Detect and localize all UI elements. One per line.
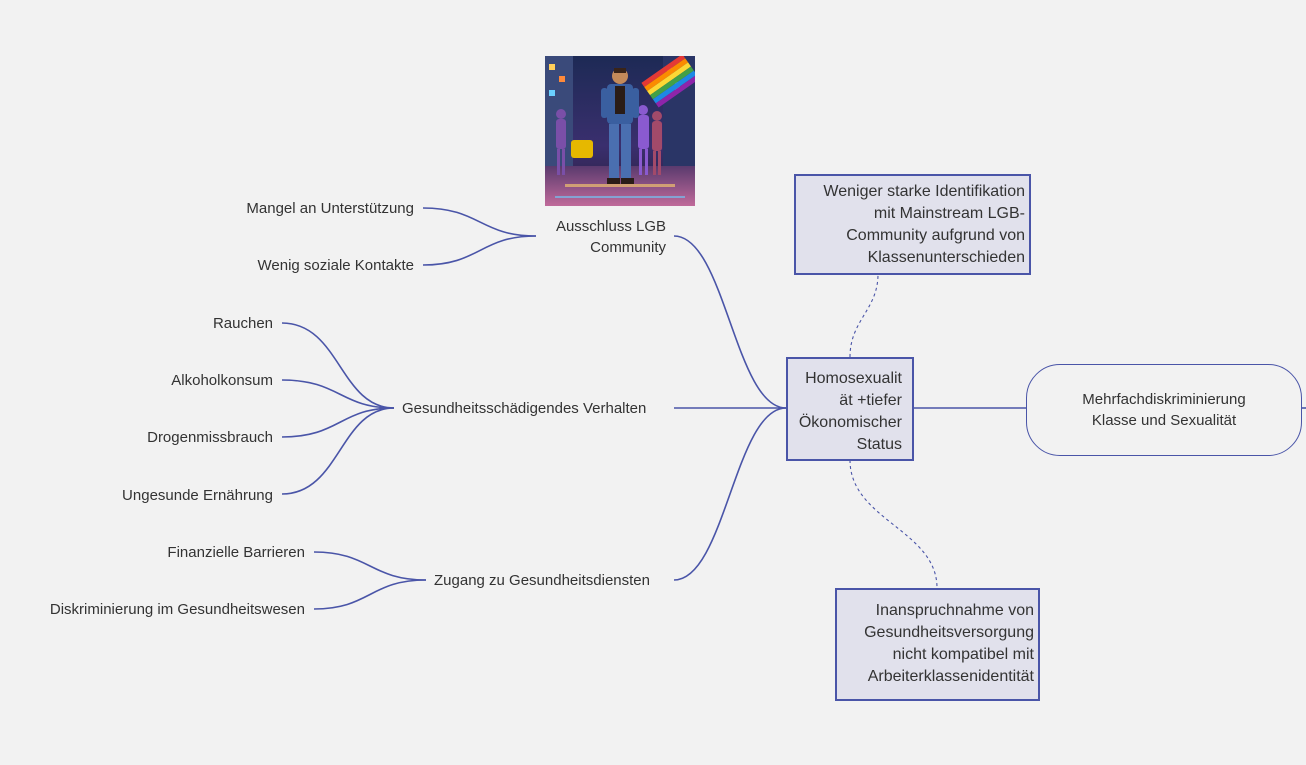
dashed-edge-top [849,273,879,358]
edge-alkohol [281,379,395,409]
edge-ausschluss-center [673,235,787,409]
edge-zugang-center [673,407,787,581]
lgb-street-illustration [545,56,695,206]
edge-finanziell [313,551,427,581]
edge-drogen [281,407,395,438]
note-bottom[interactable]: Inanspruchnahme von Gesundheitsversorgun… [835,588,1040,701]
branch-zugang-label[interactable]: Zugang zu Gesundheitsdiensten [434,572,650,589]
leaf-diskriminierung[interactable]: Diskriminierung im Gesundheitswesen [49,601,305,618]
edge-rauchen [281,322,395,409]
edge-diskriminierung [313,579,427,610]
edge-wenig [422,235,537,266]
edge-mangel [422,207,537,237]
note-top[interactable]: Weniger starke Identifikation mit Mainst… [794,174,1031,275]
leaf-ernaehrung[interactable]: Ungesunde Ernährung [122,487,273,504]
edge-ernaehrung [281,407,395,495]
branch-ausschluss-label[interactable]: Ausschluss LGB Community [555,218,666,256]
center-node[interactable]: Homosexualit ät +tiefer Ökonomischer Sta… [786,357,914,461]
leaf-drogen[interactable]: Drogenmissbrauch [147,429,273,446]
leaf-mangel[interactable]: Mangel an Unterstützung [246,200,414,217]
leaf-alkohol[interactable]: Alkoholkonsum [171,372,273,389]
leaf-rauchen[interactable]: Rauchen [212,315,273,332]
leaf-wenig[interactable]: Wenig soziale Kontakte [257,257,414,274]
mehrfachdiskriminierung-node[interactable]: Mehrfachdiskriminierung Klasse und Sexua… [1026,364,1302,456]
leaf-finanziell[interactable]: Finanzielle Barrieren [167,544,305,561]
branch-verhalten-label[interactable]: Gesundheitsschädigendes Verhalten [402,400,647,417]
dashed-edge-bottom [849,459,938,589]
